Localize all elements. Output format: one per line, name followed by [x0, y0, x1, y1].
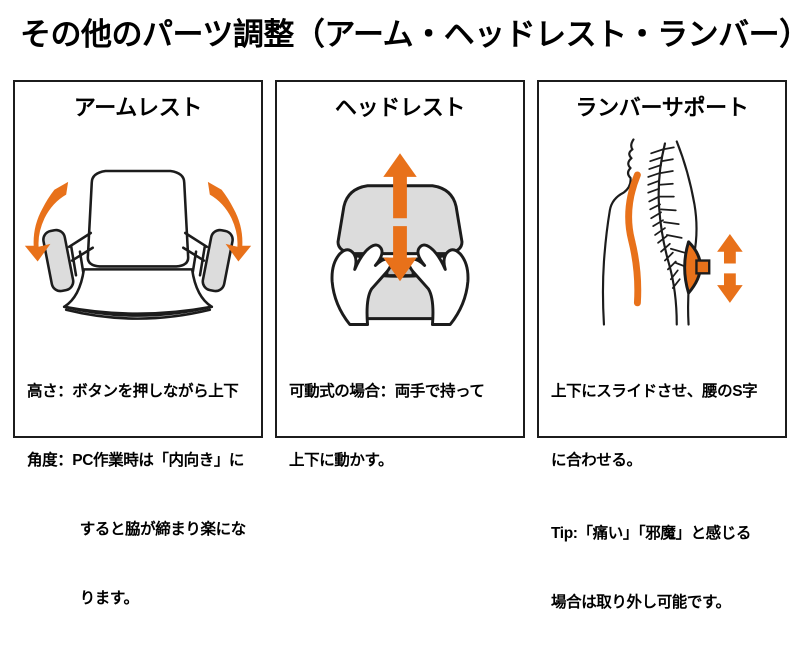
- panel-headrest-caption: 可動式の場合：両手で持って 上下に動かす。: [289, 334, 515, 518]
- caption-line: Tip:「痛い」「邪魔」と感じる: [551, 525, 751, 542]
- panel-headrest-title: ヘッドレスト: [334, 95, 466, 120]
- panel-headrest: ヘッドレスト: [275, 80, 525, 469]
- page-title: その他のパーツ調整（アーム・ヘッドレスト・ランバー）: [20, 17, 800, 52]
- panel-armrest-title: アームレスト: [73, 95, 203, 120]
- armrest-pad-left: [42, 228, 75, 293]
- slide-root: その他のパーツ調整（アーム・ヘッドレスト・ランバー） アームレスト: [13, 17, 800, 611]
- armrest-illustration: [15, 130, 261, 335]
- caption-line: 上下にスライドさせ、腰のS字: [551, 383, 758, 400]
- spine-column-outline: [657, 142, 678, 326]
- panel-row: アームレスト: [13, 80, 787, 611]
- caption-line: に合わせる。: [551, 452, 642, 469]
- headrest-vertical-arrow: [383, 153, 417, 282]
- armrest-rotation-arrow-right: [207, 181, 252, 262]
- armrest-pad-right: [201, 228, 234, 293]
- armrest-rotation-arrow-left: [24, 181, 69, 262]
- lumbar-vertical-arrow: [717, 233, 743, 303]
- caption-line: ります。: [79, 590, 139, 607]
- caption-line: 上下に動かす。: [289, 452, 394, 469]
- caption-line: 高さ：ボタンを押しながら上下: [27, 383, 239, 400]
- spine-s-curve-highlight: [625, 171, 642, 307]
- caption-line: 場合は取り外し可能です。: [551, 594, 731, 611]
- caption-line: 角度：PC作業時は「内向き」に: [27, 452, 245, 469]
- panel-lumbar-support-title: ランバーサポート: [575, 95, 749, 120]
- chair-backrest-shape: [86, 169, 190, 268]
- body-back-contour: [675, 140, 698, 326]
- caption-line: すると脇が締まり楽にな: [79, 521, 247, 538]
- headrest-illustration: [277, 130, 523, 335]
- caption-line: 可動式の場合：両手で持って: [289, 383, 485, 400]
- lumbar-support-illustration: [539, 130, 785, 335]
- panel-lumbar-support-caption: 上下にスライドさせ、腰のS字 に合わせる。 Tip:「痛い」「邪魔」と感じる 場…: [551, 334, 777, 660]
- body-front-contour: [601, 138, 635, 326]
- panel-armrest: アームレスト: [13, 80, 263, 607]
- lumbar-pad: [683, 240, 711, 295]
- panel-armrest-caption: 高さ：ボタンを押しながら上下 角度：PC作業時は「内向き」に すると脇が締まり楽…: [27, 334, 253, 656]
- panel-lumbar-support: ランバーサポート: [537, 80, 787, 611]
